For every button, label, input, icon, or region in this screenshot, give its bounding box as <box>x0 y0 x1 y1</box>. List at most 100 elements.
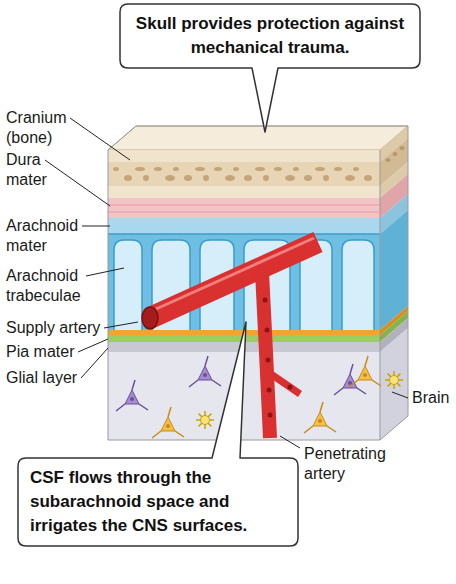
blood-cell <box>288 385 293 390</box>
part-label: Arachnoid trabeculae <box>6 266 92 306</box>
bone-pore <box>124 175 132 181</box>
leader-line <box>81 348 108 378</box>
neuron-process <box>168 407 171 417</box>
astrocyte-body <box>390 376 399 385</box>
leader-line <box>280 436 300 448</box>
neuron-process <box>320 402 323 412</box>
part-label: Penetrating artery <box>304 444 398 484</box>
neuron-body <box>198 366 212 380</box>
callout-text: CSF flows through the subarachnoid space… <box>30 466 286 538</box>
part-label: Pia mater <box>6 342 74 362</box>
blood-cell <box>266 358 271 363</box>
neuron-process <box>357 388 366 394</box>
bone-pore <box>225 175 235 181</box>
neuron-process <box>205 356 208 366</box>
neuron <box>189 356 221 387</box>
leader-line <box>82 226 110 227</box>
callout-outline <box>120 4 420 68</box>
blood-cell <box>268 413 273 418</box>
bone-pore <box>315 167 325 171</box>
bone-pore <box>400 146 405 150</box>
supply-artery-tube <box>150 242 318 318</box>
leader-line <box>104 322 138 328</box>
neuron-process <box>327 426 336 432</box>
neuron-process <box>212 380 221 386</box>
arachnoid-layer <box>108 218 380 234</box>
bone-pore <box>386 158 391 162</box>
bone-pore <box>334 167 342 171</box>
trabecula-gap <box>114 240 142 330</box>
neuron-process <box>304 426 313 433</box>
neurons <box>116 356 381 438</box>
neuron-process <box>116 404 125 411</box>
neuron-process <box>132 380 135 390</box>
neuron-process <box>175 431 184 437</box>
bone-pore <box>214 167 222 171</box>
part-label: Glial layer <box>6 368 77 388</box>
neuron-body <box>313 412 327 426</box>
bone-pore <box>233 167 239 171</box>
brain-tissue-side <box>380 328 408 440</box>
part-label: Arachnoid mater <box>6 216 86 256</box>
callout-shape <box>120 4 420 132</box>
bone-pore <box>255 167 265 171</box>
bone-pore <box>135 167 145 171</box>
bone-pore <box>345 175 355 181</box>
trabecula-gap <box>342 240 374 330</box>
bone-pore <box>323 175 329 181</box>
leader-line <box>78 339 108 352</box>
neuron-nucleus <box>363 373 367 377</box>
dura-fiber <box>108 205 380 206</box>
bone-pore <box>203 175 209 181</box>
astrocyte-body <box>201 416 210 425</box>
bone-pores <box>113 146 405 181</box>
neuron-nucleus <box>166 424 170 428</box>
bone-pore <box>173 167 179 171</box>
dura-layer <box>108 198 380 218</box>
neuron <box>152 407 184 438</box>
blood-cell <box>263 298 268 303</box>
leader-line <box>86 268 124 276</box>
astrocyte <box>196 411 214 429</box>
bone-pore <box>244 175 252 181</box>
bone-pore <box>113 167 119 171</box>
bone-pore <box>143 175 149 181</box>
artery-branch <box>268 372 300 394</box>
bone-pore <box>195 167 205 171</box>
bone-pore <box>285 175 295 181</box>
neuron-process <box>139 404 148 410</box>
neuron-process <box>349 380 358 387</box>
block-edge <box>380 150 381 440</box>
neuron-process <box>334 388 343 395</box>
cranium-diploe <box>108 162 380 186</box>
part-label: Dura mater <box>6 150 54 190</box>
bone-pore <box>304 175 312 181</box>
neuron-body <box>125 390 139 404</box>
neuron-nucleus <box>203 373 207 377</box>
neuron-process <box>350 364 353 374</box>
bone-pore <box>263 175 269 181</box>
bone-pore <box>184 175 192 181</box>
astrocyte <box>385 371 403 389</box>
neuron-process <box>189 380 198 387</box>
neuron-nucleus <box>318 419 322 423</box>
artery-lumen <box>142 307 158 329</box>
neuron <box>304 402 336 433</box>
neuron-process <box>152 431 161 438</box>
callout-text: Skull provides protection against mechan… <box>132 12 408 60</box>
dura-fiber <box>108 212 380 213</box>
neuron-nucleus <box>130 397 134 401</box>
part-label: Supply artery <box>6 318 100 338</box>
part-label: Cranium (bone) <box>6 108 76 148</box>
bone-pore <box>364 175 372 181</box>
arachnoid-edge <box>108 233 380 235</box>
neuron <box>349 356 381 387</box>
trabeculae <box>114 240 374 330</box>
leader-line <box>392 392 408 398</box>
bone-pore <box>293 167 299 171</box>
bone-pore <box>393 152 398 156</box>
bone-pore <box>274 167 282 171</box>
bone-pore <box>154 167 162 171</box>
cranium-inner-table <box>108 186 380 198</box>
